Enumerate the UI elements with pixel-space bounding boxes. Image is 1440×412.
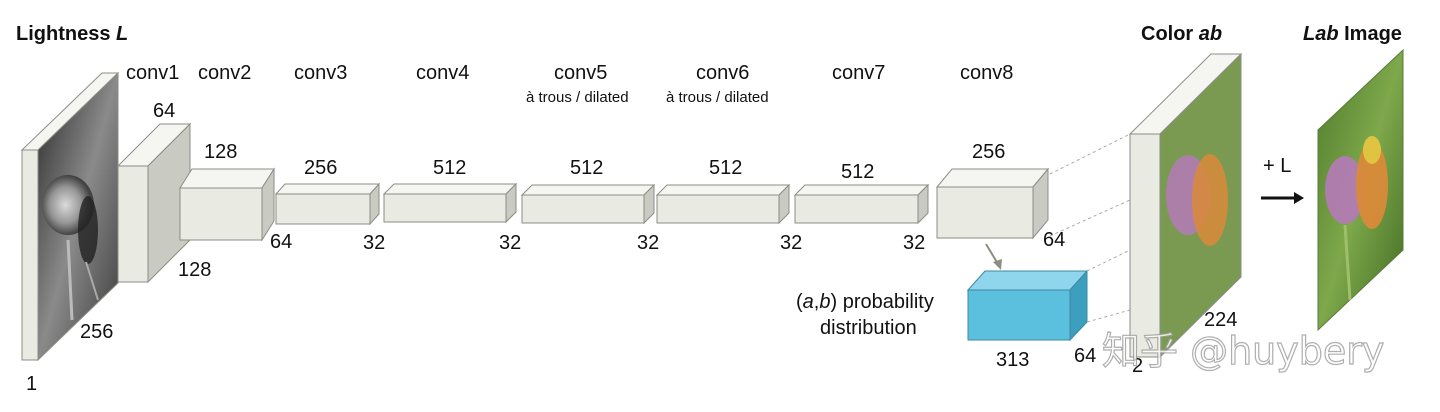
block-conv8-front [936,186,1034,239]
grayscale-butterfly-thistle-image [42,175,99,321]
layer-name-conv3: conv3 [294,62,347,84]
block-conv7 [793,183,930,225]
color-ab-slab [1128,52,1243,359]
block-conv4-top [382,183,518,195]
block-conv6-front [656,194,780,224]
channels-conv5: 512 [570,157,603,179]
prob-label-line1: (a,b) probability [796,291,934,313]
block-conv6-top [655,184,791,196]
block-conv7-side [917,183,929,225]
input-size-label: 256 [80,321,113,343]
channel-labels: 64 128 256 512 512 512 512 256 [153,100,1005,183]
input-slab [20,71,120,362]
input-title: Lightness L [16,23,128,45]
layer-name-conv7: conv7 [832,62,885,84]
block-conv4-front [383,193,507,223]
block-conv4-side [505,182,517,224]
prob-label-line2: distribution [820,317,917,339]
block-conv1-front [117,165,149,283]
ab-channel-label: 2 [1132,355,1143,377]
ab-slab-front [1129,133,1161,358]
block-conv3-front [275,193,371,225]
block-conv2-top [179,168,275,189]
prob-bins-label: 313 [996,349,1029,371]
input-channel-label: 1 [26,373,37,395]
channels-conv3: 256 [304,157,337,179]
ab-chroma-image [1166,154,1228,246]
channels-conv1: 64 [153,100,175,122]
conv8-to-prob-arrow [985,243,1002,270]
spatial-conv8: 64 [1043,229,1065,251]
layer-name-conv8: conv8 [960,62,1013,84]
prob-spatial-label: 64 [1074,345,1096,367]
watermark: 知乎 @huybery [1102,329,1384,373]
layer-sub-conv5: à trous / dilated [526,89,629,106]
channels-conv6: 512 [709,157,742,179]
layer-name-conv2: conv2 [198,62,251,84]
lab-title: Lab Image [1303,23,1402,45]
block-conv5-top [520,184,656,196]
channels-conv2: 128 [204,141,237,163]
block-conv4 [382,182,518,224]
block-conv2-front [179,187,263,241]
ab-size-label: 224 [1204,309,1237,331]
plus-l-arrow-icon [1261,192,1304,204]
block-conv8-top [935,168,1050,188]
layer-name-conv1: conv1 [126,62,179,84]
block-conv1 [116,122,192,284]
layer-sub-conv6: à trous / dilated [666,89,769,106]
block-conv5-side [643,183,655,225]
spatial-conv2: 64 [270,231,292,253]
prob-block-front [967,289,1071,341]
block-conv2 [179,167,275,242]
block-conv8 [935,167,1050,240]
block-conv2-side [261,167,275,242]
plus-l-label: + L [1263,155,1291,177]
lab-output-image [1317,48,1404,332]
input-slab-front [21,149,39,361]
block-conv7-top [793,184,930,196]
spatial-conv3: 32 [363,232,385,254]
layer-name-labels: conv1 conv2 conv3 conv4 conv5 conv6 conv… [126,62,1013,106]
channels-conv4: 512 [433,157,466,179]
spatial-conv4: 32 [499,232,521,254]
spatial-conv7: 32 [903,232,925,254]
block-conv8-side [1032,167,1049,240]
conv-blocks [116,122,1050,284]
block-conv7-front [794,194,919,224]
spatial-conv6: 32 [780,232,802,254]
block-conv3 [274,182,381,226]
block-conv3-side [369,182,380,226]
block-conv3-top [274,183,381,195]
spatial-conv1: 128 [178,259,211,281]
layer-name-conv4: conv4 [416,62,469,84]
spatial-labels: 128 64 32 32 32 32 32 64 [178,229,1065,281]
block-conv6-side [778,183,790,225]
block-conv5-front [521,194,645,224]
block-conv5 [520,183,656,225]
spatial-conv5: 32 [637,232,659,254]
layer-name-conv6: conv6 [696,62,749,84]
block-conv6 [655,183,791,225]
prob-distribution-block [966,269,1089,342]
ab-title: Color ab [1141,23,1222,45]
channels-conv7: 512 [841,161,874,183]
prob-block-top [966,270,1089,291]
channels-conv8: 256 [972,141,1005,163]
projection-dashed-lines [1049,133,1131,323]
layer-name-conv5: conv5 [554,62,607,84]
